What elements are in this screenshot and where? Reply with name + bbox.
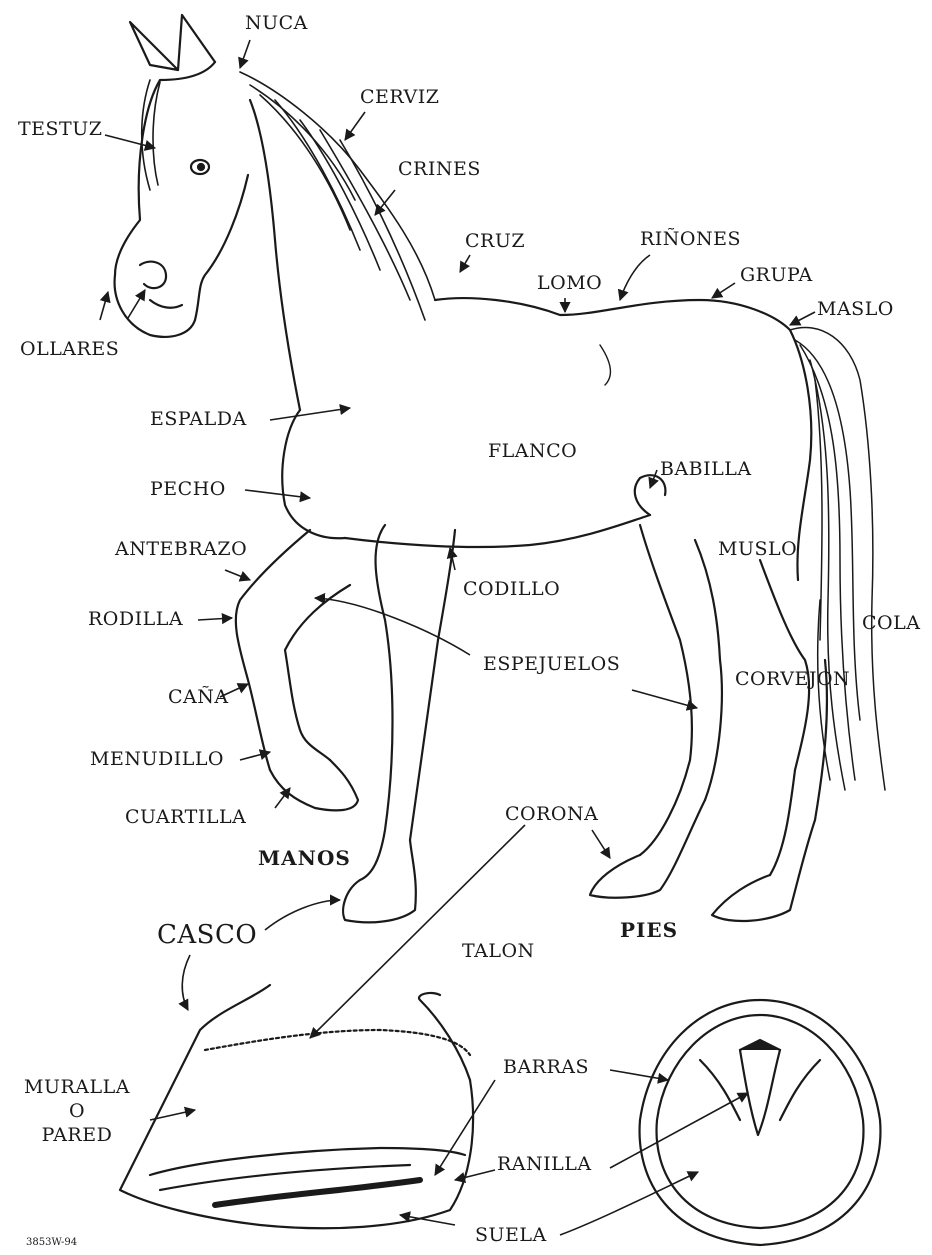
label-rinones: RIÑONES	[640, 230, 741, 249]
label-muralla-line2: O	[22, 1102, 132, 1121]
label-crines: CRINES	[398, 160, 481, 179]
horse-hind-legs	[590, 525, 827, 921]
label-suela: SUELA	[475, 1226, 547, 1245]
label-pies: PIES	[620, 920, 678, 940]
label-testuz: TESTUZ	[18, 120, 102, 139]
label-babilla: BABILLA	[660, 460, 752, 479]
leader-lines	[100, 40, 815, 1235]
label-cana: CAÑA	[168, 688, 229, 707]
label-espalda: ESPALDA	[150, 410, 247, 429]
label-barras: BARRAS	[503, 1058, 589, 1077]
label-cruz: CRUZ	[465, 232, 525, 251]
label-talon: TALON	[462, 942, 535, 961]
label-antebrazo: ANTEBRAZO	[115, 540, 247, 559]
hoof-sole-view	[640, 1000, 881, 1245]
label-muralla-line3: PARED	[22, 1126, 132, 1145]
label-muralla-line1: MURALLA	[22, 1078, 132, 1097]
label-rodilla: RODILLA	[88, 610, 183, 629]
label-corvejon: CORVEJON	[735, 670, 850, 689]
label-codillo: CODILLO	[463, 580, 560, 599]
hoof-side-view	[120, 985, 473, 1228]
label-cerviz: CERVIZ	[360, 88, 439, 107]
label-grupa: GRUPA	[740, 266, 813, 285]
label-ranilla: RANILLA	[497, 1155, 592, 1174]
label-manos: MANOS	[258, 848, 351, 868]
horse-tail	[790, 327, 885, 790]
label-cola: COLA	[862, 614, 920, 633]
label-cuartilla: CUARTILLA	[125, 808, 246, 827]
label-espejuelos: ESPEJUELOS	[483, 655, 620, 674]
label-flanco: FLANCO	[488, 442, 577, 461]
label-menudillo: MENUDILLO	[90, 750, 224, 769]
label-lomo: LOMO	[537, 274, 602, 293]
label-corona: CORONA	[505, 805, 598, 824]
label-ollares: OLLARES	[20, 340, 119, 359]
label-muslo: MUSLO	[718, 540, 797, 559]
label-maslo: MASLO	[817, 300, 894, 319]
figure-code: 3853W-94	[26, 1238, 77, 1248]
label-casco: CASCO	[157, 922, 257, 948]
label-nuca: NUCA	[245, 14, 308, 33]
horse-head	[115, 15, 300, 410]
label-pecho: PECHO	[150, 480, 226, 499]
